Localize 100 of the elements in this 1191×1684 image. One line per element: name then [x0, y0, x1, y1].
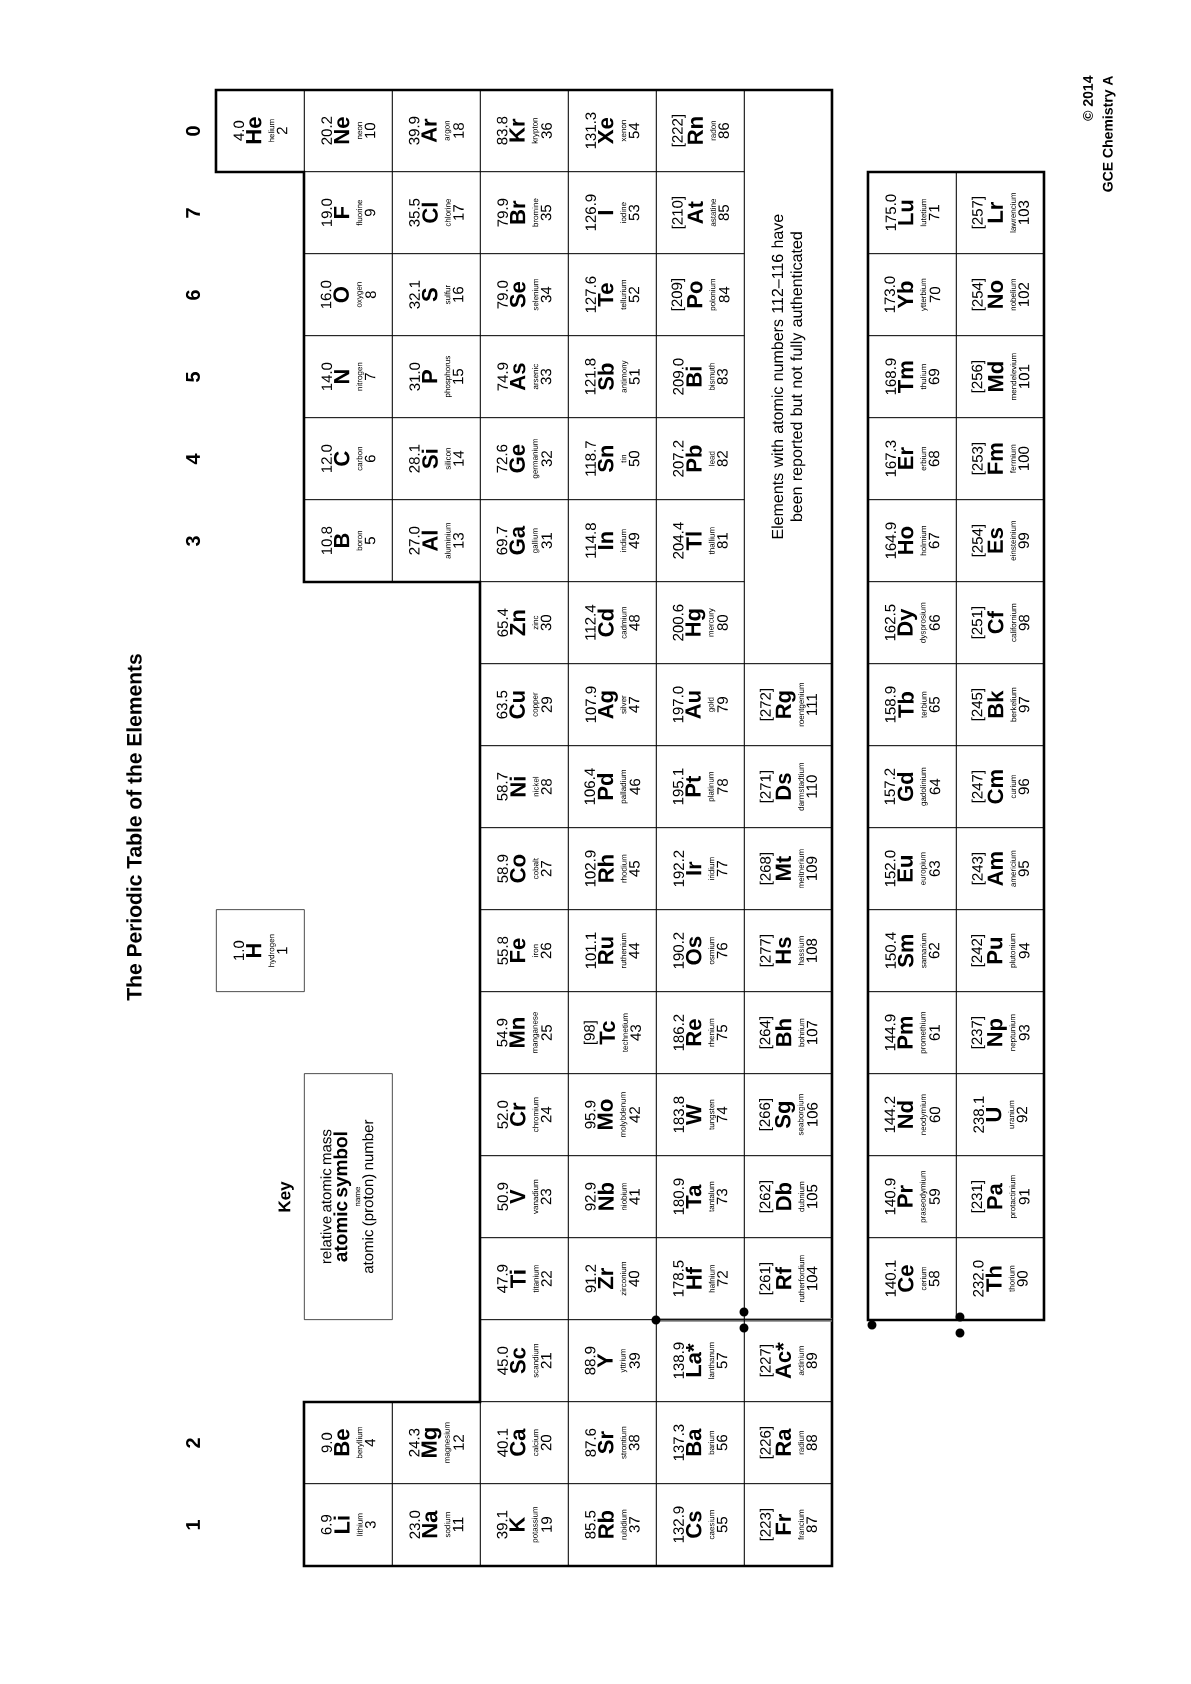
element-cell: [268] Mt meitnerium 109 [744, 827, 833, 910]
element-cell: 186.2 Re rhenium 75 [656, 991, 745, 1074]
element-cell: 79.9 Br bromine 35 [480, 171, 569, 254]
element-cell: 118.7 Sn tin 50 [568, 417, 657, 500]
element-cell: [245] Bk berkelium 97 [956, 663, 1045, 746]
element-cell: 162.5 Dy dysprosium 66 [868, 581, 957, 664]
element-cell: 1.0 H hydrogen 1 [216, 909, 305, 992]
element-cell: 112.4 Cd cadmium 48 [568, 581, 657, 664]
element-cell: [242] Pu plutonium 94 [956, 909, 1045, 992]
element-cell: 150.4 Sm samarium 62 [868, 909, 957, 992]
group-number: 3 [185, 536, 201, 547]
copyright-note: © 2014 [1083, 75, 1093, 121]
element-cell: [231] Pa protactinium 91 [956, 1155, 1045, 1238]
element-cell: 140.9 Pr praseodymium 59 [868, 1155, 957, 1238]
element-cell: 58.7 Ni nickel 28 [480, 745, 569, 828]
element-cell: 183.8 W tungsten 74 [656, 1073, 745, 1156]
element-cell: [256] Md mendelevium 101 [956, 335, 1045, 418]
element-cell: 63.5 Cu copper 29 [480, 663, 569, 746]
element-cell: 16.0 O oxygen 8 [303, 253, 393, 336]
element-cell: 27.0 Al aluminium 13 [392, 499, 481, 582]
element-cell: 158.9 Tb terbium 65 [868, 663, 957, 746]
element-cell: 87.6 Sr strontium 38 [568, 1401, 657, 1484]
element-cell: [243] Am americium 95 [956, 827, 1045, 910]
group-number: 7 [186, 208, 200, 218]
element-cell: 138.9 La* lanthanum 57 [656, 1319, 745, 1402]
element-cell: 207.2 Pb lead 82 [656, 417, 745, 500]
element-cell: 140.1 Ce cerium 58 [868, 1237, 957, 1320]
element-cell: 69.7 Ga gallium 31 [480, 499, 569, 582]
element-cell: 197.0 Au gold 79 [656, 663, 745, 746]
copyright-note: GCE Chemistry A [1102, 75, 1116, 192]
element-cell: 164.9 Ho holmium 67 [868, 499, 957, 582]
element-cell: 209.0 Bi bismuth 83 [656, 335, 745, 418]
element-cell: 4.0 He helium 2 [216, 89, 305, 172]
element-cell: [222] Rn radon 86 [656, 89, 745, 172]
element-cell: 31.0 P phosphorus 15 [392, 335, 481, 418]
element-cell: [210] At astatine 85 [656, 171, 745, 254]
element-cell: 127.6 Te tellurium 52 [568, 253, 657, 336]
element-cell: 232.0 Th thorium 90 [956, 1237, 1045, 1320]
group-number: 5 [186, 372, 200, 382]
element-cell: 55.8 Fe iron 26 [480, 909, 569, 992]
title: The Periodic Table of the Elements [126, 654, 142, 1001]
element-cell: [257] Lr lawrencium 103 [956, 171, 1045, 254]
element-cell: 74.9 As arsenic 33 [480, 335, 569, 418]
element-cell: 39.9 Ar argon 18 [392, 89, 481, 172]
element-cell: 101.1 Ru ruthenium 44 [568, 909, 657, 992]
element-cell: 126.9 I iodine 53 [568, 171, 657, 254]
element-cell: 102.9 Rh rhodium 45 [568, 827, 657, 910]
element-cell: [254] Es einsteinium 99 [956, 499, 1045, 582]
element-cell: 10.8 B boron 5 [303, 499, 393, 582]
element-cell: 20.2 Ne neon 10 [303, 89, 393, 172]
element-cell: 95.9 Mo molybdenum 42 [568, 1073, 657, 1156]
group-number: 2 [186, 1438, 200, 1448]
element-cell: [98] Tc technetium 43 [568, 991, 657, 1074]
element-cell: 107.9 Ag silver 47 [568, 663, 657, 746]
node-label: Key [278, 1181, 294, 1212]
element-cell: 238.1 U uranium 92 [956, 1073, 1045, 1156]
element-cell: 14.0 N nitrogen 7 [303, 335, 393, 418]
element-cell: 83.8 Kr krypton 36 [480, 89, 569, 172]
element-cell: 35.5 Cl chlorine 17 [392, 171, 481, 254]
key-box: relative atomic mass atomic symbol name atomic (proton) number Key [278, 1073, 393, 1320]
element-cell: [271] Ds darmstadtium 110 [744, 745, 833, 828]
element-cell: 65.4 Zn zinc 30 [480, 581, 569, 664]
element-cell: [277] Hs hassium 108 [744, 909, 833, 992]
element-cell: [251] Cf californium 98 [956, 581, 1045, 664]
element-cell: [264] Bh bohrium 107 [744, 991, 833, 1074]
group-number: 1 [186, 1520, 200, 1530]
element-cell: 131.3 Xe xenon 54 [568, 89, 657, 172]
element-cell: 157.2 Gd gadolinium 64 [868, 745, 957, 828]
element-cell: [227] Ac* actinium 89 [744, 1319, 833, 1402]
element-cell: 200.6 Hg mercury 80 [656, 581, 745, 664]
element-cell: 19.0 F fluorine 9 [303, 171, 393, 254]
element-cell: 121.8 Sb antimony 51 [568, 335, 657, 418]
element-cell: [209] Po polonium 84 [656, 253, 745, 336]
element-cell: 152.0 Eu europium 63 [868, 827, 957, 910]
element-cell: 168.9 Tm thulium 69 [868, 335, 957, 418]
element-cell: [262] Db dubnium 105 [744, 1155, 833, 1238]
element-cell: 47.9 Ti titanium 22 [480, 1237, 569, 1320]
element-cell: [226] Ra radium 88 [744, 1401, 833, 1484]
element-cell: [254] No nobelium 102 [956, 253, 1045, 336]
element-cell: [261] Rf rutherfordium 104 [744, 1237, 833, 1320]
element-cell: [253] Fm fermium 100 [956, 417, 1045, 500]
element-cell: 106.4 Pd palladium 46 [568, 745, 657, 828]
element-cell: 12.0 C carbon 6 [303, 417, 393, 500]
element-cell: [223] Fr francium 87 [744, 1483, 833, 1566]
group-number: 6 [185, 290, 201, 300]
element-cell: [266] Sg seaborgium 106 [744, 1073, 833, 1156]
element-cell: 28.1 Si silicon 14 [392, 417, 481, 500]
element-cell: 178.5 Hf hafnium 72 [656, 1237, 745, 1320]
element-cell: 52.0 Cr chromium 24 [480, 1073, 569, 1156]
element-cell: [237] Np neptunium 93 [956, 991, 1045, 1074]
element-cell: [272] Rg roentgenium 111 [744, 663, 833, 746]
element-cell: 23.0 Na sodium 11 [392, 1483, 481, 1566]
element-cell: 58.9 Co cobalt 27 [480, 827, 569, 910]
element-cell: 192.2 Ir iridium 77 [656, 827, 745, 910]
element-cell: 45.0 Sc scandium 21 [480, 1319, 569, 1402]
note-box: Elements with atomic numbers 112–116 have been reported but not fully authenticated [744, 89, 833, 664]
element-cell: 132.9 Cs caesium 55 [656, 1483, 745, 1566]
element-cell: 173.0 Yb ytterbium 70 [868, 253, 957, 336]
element-cell: 72.6 Ge germanium 32 [480, 417, 569, 500]
element-cell: 175.0 Lu lutetium 71 [868, 171, 957, 254]
